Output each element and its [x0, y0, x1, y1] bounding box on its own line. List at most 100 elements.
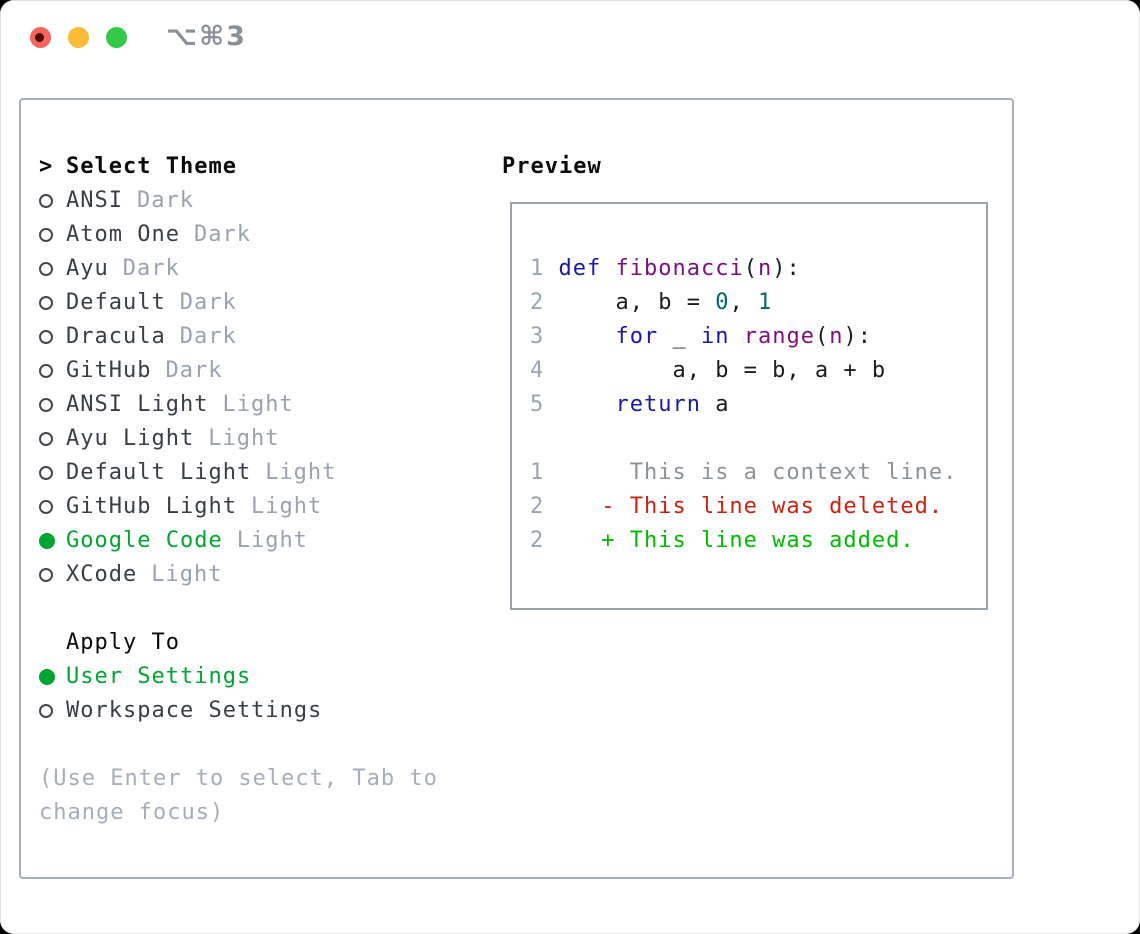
line-number: 4: [530, 358, 545, 383]
code-token-pln: [729, 320, 743, 354]
close-button[interactable]: [30, 27, 51, 48]
code-token-pln: a, b =: [544, 290, 716, 315]
theme-variant-tag: Light: [151, 562, 223, 587]
radio-selected-icon: [39, 533, 55, 549]
apply-to-option[interactable]: Workspace Settings: [39, 694, 479, 728]
theme-option[interactable]: Default Light Light: [39, 456, 479, 490]
keyboard-hint: (Use Enter to select, Tab to change focu…: [39, 766, 438, 825]
theme-variant-tag: Dark: [193, 222, 251, 247]
option-label: Dracula: [66, 324, 166, 349]
theme-variant-tag: Dark: [165, 358, 223, 383]
select-theme-header: > Select Theme: [39, 150, 479, 184]
traffic-lights: [30, 27, 127, 48]
line-number: 2: [530, 494, 545, 519]
option-label: Ayu: [66, 256, 109, 281]
line-number: 5: [530, 392, 545, 417]
code-token-lit: 1: [757, 290, 773, 315]
code-token-pln: ):: [843, 324, 872, 349]
diff-line-deleted: 2 - This line was deleted.: [530, 490, 957, 524]
code-token-typ: range: [743, 324, 815, 349]
option-label: Default Light: [66, 460, 252, 485]
code-token-pln: ):: [772, 256, 801, 281]
radio-icon: [39, 704, 53, 718]
theme-variant-tag: Light: [250, 494, 323, 519]
code-token-pln: (: [743, 256, 758, 281]
option-label: Workspace Settings: [66, 698, 323, 723]
code-line: 3 for _ in range(n):: [530, 320, 957, 354]
radio-selected-icon: [39, 669, 55, 685]
apply-to-title: Apply To: [66, 630, 180, 655]
code-line: 1 def fibonacci(n):: [530, 252, 957, 286]
theme-variant-tag: Light: [208, 426, 280, 451]
radio-icon: [39, 364, 53, 378]
radio-icon: [39, 330, 53, 344]
code-token-pln: [544, 320, 615, 354]
radio-icon: [39, 228, 53, 242]
line-number: 3: [530, 324, 545, 349]
radio-icon: [39, 194, 53, 208]
code-token-pln: ,: [729, 290, 758, 315]
theme-option[interactable]: Atom One Dark: [39, 218, 479, 252]
theme-variant-tag: Light: [222, 392, 294, 417]
zoom-button[interactable]: [106, 27, 127, 48]
option-label: Atom One: [66, 222, 180, 247]
option-label: ANSI: [66, 188, 123, 213]
theme-option[interactable]: GitHub Dark: [39, 354, 479, 388]
radio-icon: [39, 296, 53, 310]
theme-variant-tag: Light: [265, 460, 337, 485]
preview-title: Preview: [502, 154, 602, 179]
apply-to-option[interactable]: User Settings: [39, 660, 479, 694]
prompt-caret-icon: >: [39, 154, 54, 179]
code-line: 4 a, b = b, a + b: [530, 354, 957, 388]
code-token-kw: def: [558, 256, 602, 281]
option-label: XCode: [66, 562, 138, 587]
option-label: Ayu Light: [66, 426, 195, 451]
code-token-pln: a, b = b, a + b: [544, 358, 887, 383]
theme-option[interactable]: GitHub Light Light: [39, 490, 479, 524]
code-token-pln: [544, 388, 615, 422]
code-token-kw: return: [615, 392, 701, 417]
line-number: 2: [530, 290, 545, 315]
code-token-typ: fibonacci: [615, 256, 744, 281]
theme-option[interactable]: Ayu Light Light: [39, 422, 479, 456]
apply-to-header: Apply To: [39, 626, 479, 660]
theme-option[interactable]: XCode Light: [39, 558, 479, 592]
line-number: 1: [530, 460, 545, 485]
code-token-kw: for: [615, 324, 659, 349]
close-dot-icon: [35, 33, 44, 42]
code-token-pln: [544, 252, 558, 286]
window-title: ⌥⌘3: [166, 21, 247, 52]
code-token-pln: a: [700, 392, 730, 417]
theme-variant-tag: Dark: [179, 290, 237, 315]
line-number: 1: [530, 256, 545, 281]
option-label: GitHub: [66, 358, 152, 383]
title-bar: ⌥⌘3: [0, 0, 1140, 70]
theme-option[interactable]: ANSI Light Light: [39, 388, 479, 422]
radio-icon: [39, 432, 53, 446]
diff-added-text: + This line was added.: [544, 528, 915, 553]
theme-variant-tag: Light: [236, 528, 308, 553]
option-label: GitHub Light: [66, 494, 237, 519]
select-theme-title: Select Theme: [66, 154, 237, 179]
minimize-button[interactable]: [68, 27, 89, 48]
code-token-pln: [601, 252, 615, 286]
diff-line-context: 1 This is a context line.: [530, 456, 957, 490]
option-label: ANSI Light: [66, 392, 209, 417]
code-token-pln: (: [814, 324, 830, 349]
code-token-pln: _: [658, 324, 701, 349]
radio-icon: [39, 466, 53, 480]
radio-icon: [39, 398, 53, 412]
option-label: User Settings: [66, 664, 252, 689]
code-line: 2 a, b = 0, 1: [530, 286, 957, 320]
